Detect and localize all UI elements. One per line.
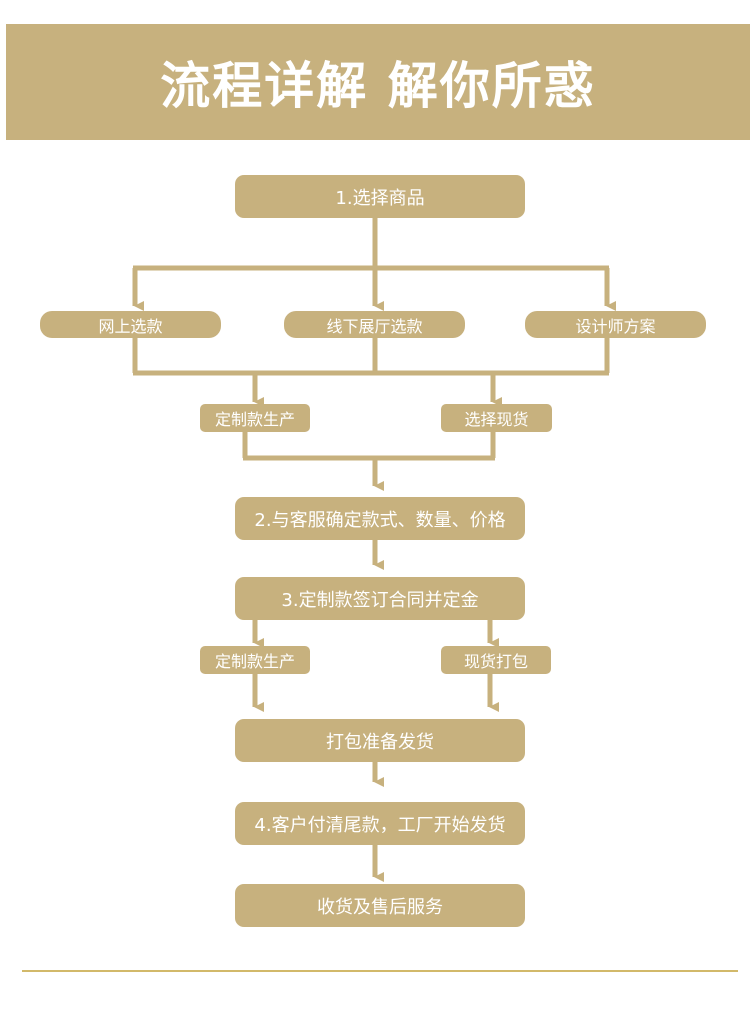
step-2-confirm-details: 2.与客服确定款式、数量、价格 [235, 497, 525, 540]
bottom-divider [22, 970, 738, 972]
option-designer-plan: 设计师方案 [525, 311, 706, 338]
custom-production-tag: 定制款生产 [200, 404, 310, 432]
prepare-shipping-box: 打包准备发货 [235, 719, 525, 762]
step-4-final-payment: 4.客户付清尾款，工厂开始发货 [235, 802, 525, 845]
custom-production-tag-2: 定制款生产 [200, 646, 310, 674]
option-online-selection: 网上选款 [40, 311, 221, 338]
stock-packing-tag: 现货打包 [441, 646, 551, 674]
step-5-after-sales: 收货及售后服务 [235, 884, 525, 927]
header-banner: 流程详解 解你所惑 [6, 24, 750, 140]
page-title: 流程详解 解你所惑 [160, 56, 596, 115]
step-1-select-product: 1.选择商品 [235, 175, 525, 218]
choose-stock-tag: 选择现货 [441, 404, 552, 432]
option-showroom-selection: 线下展厅选款 [284, 311, 465, 338]
step-3-sign-contract: 3.定制款签订合同并定金 [235, 577, 525, 620]
